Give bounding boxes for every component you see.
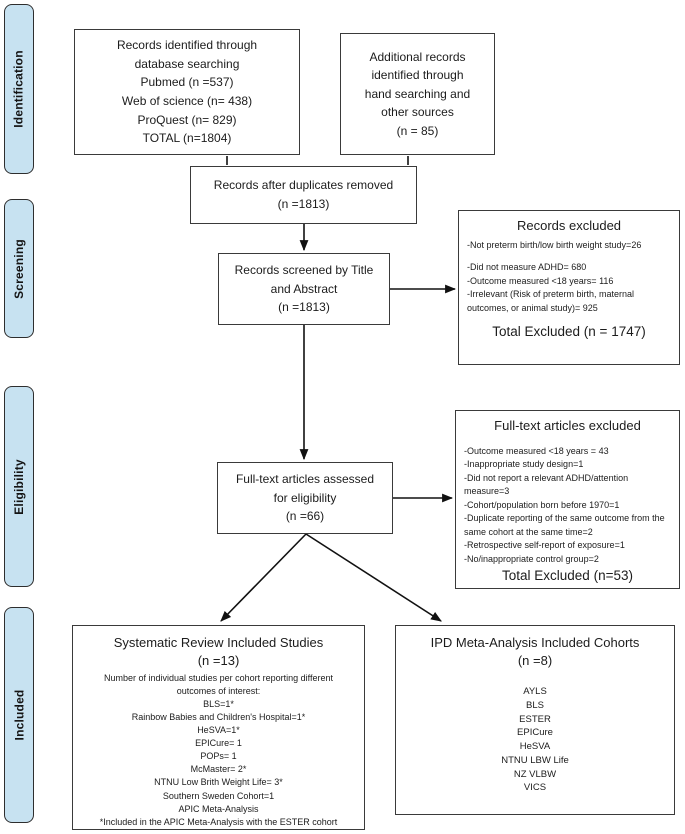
- text-line: McMaster= 2*: [190, 764, 247, 775]
- stage-eligibility: Eligibility: [4, 386, 34, 587]
- text-line: Records identified through: [116, 38, 258, 53]
- box-fulltext-excluded: Full-text articles excluded -Outcome mea…: [455, 410, 680, 589]
- box-ipd-meta-analysis: IPD Meta-Analysis Included Cohorts (n =8…: [395, 625, 675, 815]
- text-line: -Cohort/population born before 1970=1: [464, 499, 620, 510]
- text-line: for eligibility: [273, 490, 337, 505]
- box-systematic-review-included: Systematic Review Included Studies (n =1…: [72, 625, 365, 830]
- stage-screening-label: Screening: [12, 238, 27, 299]
- text-line: Rainbow Babies and Children's Hospital=1…: [131, 712, 306, 723]
- box-additional-records: Additional records identified through hand…: [340, 33, 495, 155]
- text-line: POPs= 1: [200, 751, 237, 762]
- fulltext-excluded-total: Total Excluded (n=53): [502, 568, 633, 584]
- text-line: -Retrospective self-report of exposure=1: [464, 540, 625, 551]
- text-line: ProQuest (n= 829): [137, 112, 237, 127]
- box-duplicates-removed: Records after duplicates removed (n =1813…: [190, 166, 417, 224]
- records-excluded-items: -Not preterm birth/low birth weight stud…: [467, 239, 671, 316]
- box-fulltext-assessed: Full-text articles assessed for eligibili…: [217, 462, 393, 534]
- text-line: BLS: [526, 699, 544, 711]
- text-line: TOTAL (n=1804): [142, 131, 232, 146]
- text-line: NZ VLBW: [513, 768, 557, 780]
- text-line: (n =1813): [277, 197, 330, 211]
- text-line: ESTER: [519, 713, 551, 725]
- text-line: EPICure= 1: [195, 738, 242, 749]
- text-line: other sources: [381, 105, 454, 120]
- box-records-screened: Records screened by Title and Abstract (n …: [218, 253, 390, 325]
- text-line: Southern Sweden Cohort=1: [162, 790, 275, 801]
- text-line: -Did not report a relevant ADHD/attentio…: [464, 472, 629, 497]
- text-line: *Included in the APIC Meta-Analysis with…: [99, 816, 338, 827]
- text-line: Web of science (n= 438): [121, 94, 253, 108]
- text-line: BLS=1*: [203, 699, 234, 710]
- text-line: HeSVA=1*: [197, 725, 240, 736]
- text-line: NTNU Low Brith Weight Life= 3*: [154, 777, 283, 788]
- text-line: Full-text articles assessed: [235, 472, 375, 487]
- text-line: VICS: [523, 782, 547, 794]
- text-line: NTNU LBW Life: [501, 754, 569, 766]
- box-records-identified: Records identified through database searc…: [74, 29, 300, 155]
- records-excluded-title: Records excluded: [516, 218, 622, 233]
- text-line: -Outcome measured <18 years = 43: [464, 445, 609, 456]
- ipd-title: IPD Meta-Analysis Included Cohorts: [430, 635, 640, 650]
- stage-included: Included: [4, 607, 34, 823]
- ipd-count: (n =8): [517, 652, 553, 668]
- box-records-excluded: Records excluded -Not preterm birth/low …: [458, 210, 680, 365]
- text-line: identified through: [371, 68, 464, 83]
- text-line: Additional records: [369, 49, 466, 64]
- text-line: hand searching and: [364, 86, 471, 101]
- stage-included-label: Included: [12, 689, 26, 741]
- text-line: database searching: [134, 56, 240, 71]
- arrow-fulltext-to-ipd: [305, 533, 442, 622]
- arrow-fulltext-to-sr-included: [220, 533, 307, 622]
- fulltext-excluded-items: -Outcome measured <18 years = 43 -Inappro…: [464, 445, 671, 567]
- text-line: (n = 85): [396, 123, 439, 138]
- text-line: -Outcome measured <18 years= 116: [467, 275, 614, 286]
- text-line: -Not preterm birth/low birth weight stud…: [467, 239, 642, 250]
- text-line: -No/inappropriate control group=2: [464, 553, 599, 564]
- text-line: -Did not measure ADHD= 680: [467, 262, 587, 273]
- text-line: and Abstract: [270, 281, 338, 296]
- text-line: Pubmed (n =537): [140, 75, 234, 90]
- text-line: Records after duplicates removed: [213, 178, 394, 193]
- sr-included-lines: Number of individual studies per cohort …: [79, 672, 358, 829]
- stage-eligibility-label: Eligibility: [12, 458, 27, 515]
- text-line: AYLS: [523, 686, 547, 698]
- stage-identification-label: Identification: [12, 50, 26, 128]
- records-excluded-total: Total Excluded (n = 1747): [492, 324, 646, 340]
- text-line: -Duplicate reporting of the same outcome…: [464, 513, 665, 537]
- text-line: -Irrelevant (Risk of preterm birth, mate…: [467, 289, 635, 313]
- text-line: (n =66): [285, 509, 325, 524]
- text-line: Number of individual studies per cohort …: [104, 673, 333, 684]
- text-line: -Inappropriate study design=1: [464, 459, 584, 470]
- text-line: (n =1813): [278, 300, 330, 315]
- fulltext-excluded-title: Full-text articles excluded: [494, 418, 641, 433]
- sr-included-count: (n =13): [197, 652, 240, 668]
- stage-identification: Identification: [4, 4, 34, 174]
- text-line: outcomes of interest:: [176, 686, 261, 697]
- text-line: APIC Meta-Analysis: [178, 803, 259, 814]
- text-line: Records screened by Title: [234, 263, 374, 278]
- stage-screening: Screening: [4, 199, 34, 338]
- text-line: [467, 252, 671, 261]
- text-line: EPICure: [517, 727, 553, 739]
- text-line: HeSVA: [519, 741, 551, 753]
- sr-included-title: Systematic Review Included Studies: [113, 635, 324, 650]
